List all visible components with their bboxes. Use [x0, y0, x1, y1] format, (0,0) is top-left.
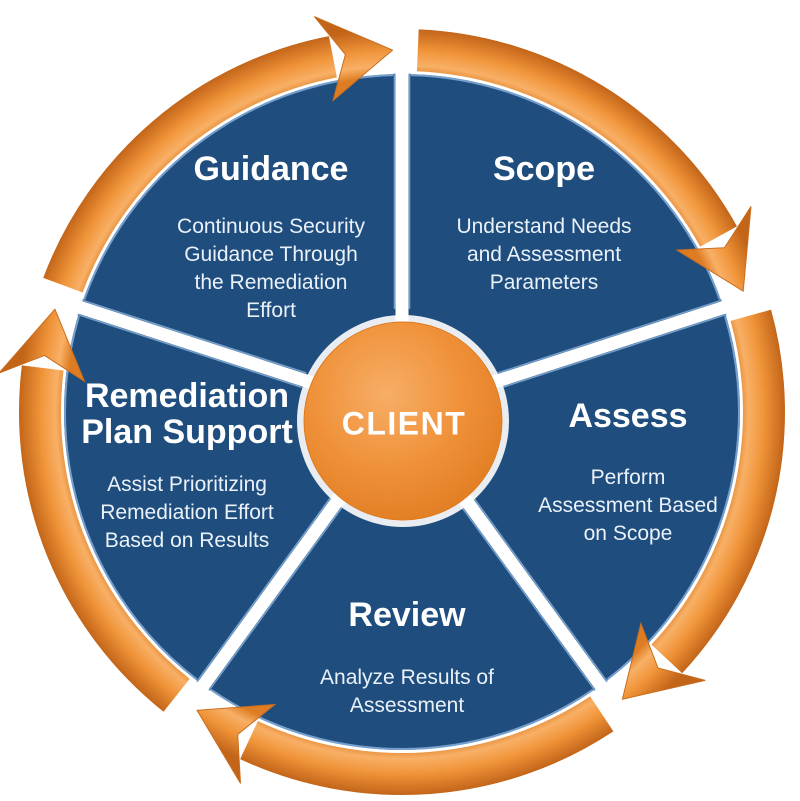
center-client-circle — [303, 321, 503, 521]
arrow-arc-assess — [651, 309, 785, 674]
arrow-head-review — [196, 703, 277, 784]
separator-edge-line — [455, 499, 596, 692]
arrow-arc-remediation-plan-support — [19, 365, 190, 712]
arrow-head-remediation-plan-support — [0, 308, 86, 383]
arrow-head-guidance — [313, 16, 394, 103]
arrow-scope — [416, 29, 752, 293]
separator-edge-line — [81, 299, 307, 374]
arrow-arc-review — [240, 696, 614, 796]
separator-edge-line — [497, 299, 723, 374]
arrow-arc-guidance — [43, 36, 337, 293]
arrow-head-assess — [621, 621, 706, 700]
separator-edge-line — [196, 490, 337, 683]
separator-edge-line — [208, 499, 349, 692]
wedge-outer-edge-review — [210, 688, 594, 750]
arrow-guidance — [43, 16, 394, 293]
wedge-outer-edge-remediation-plan-support — [64, 316, 198, 681]
arrow-head-scope — [675, 206, 752, 293]
separator-edge-line — [77, 313, 302, 389]
arrow-arc-scope — [416, 29, 737, 247]
wedge-review — [203, 412, 601, 750]
wedge-outer-edge-assess — [606, 316, 740, 681]
arrow-review — [196, 696, 614, 796]
wedge-outer-edge-scope — [410, 74, 721, 300]
wedge-sector-review — [203, 412, 601, 750]
separator-edge-line — [502, 313, 727, 389]
arrow-assess — [621, 309, 785, 700]
arrow-remediation-plan-support — [0, 308, 190, 712]
wedge-outer-edge-guidance — [83, 74, 394, 300]
separator-edge-line — [467, 490, 608, 683]
